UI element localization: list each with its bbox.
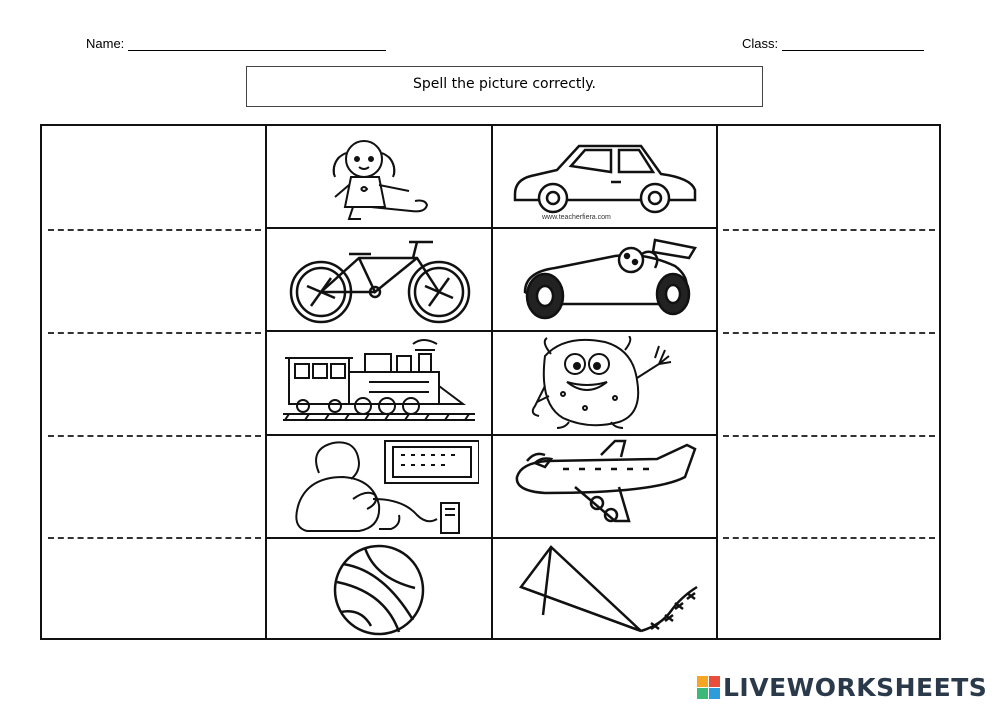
doll-icon [332,139,429,220]
picture-cell [493,229,716,330]
picture-row-divider [267,227,716,229]
picture-cell [267,332,491,434]
answer-line-right[interactable] [723,537,935,539]
class-field: Class: [742,36,925,51]
monster-icon [531,336,671,429]
answer-line-left[interactable] [48,537,261,539]
instruction-box: Spell the picture correctly. [246,66,763,107]
car-icon [513,144,696,213]
answer-line-left[interactable] [48,229,261,231]
answer-line-right[interactable] [723,229,935,231]
kite-icon [518,544,698,632]
bicycle-icon [289,240,471,323]
picture-cell [493,126,716,227]
liveworksheets-logo: LIVEWORKSHEETS [697,670,987,704]
name-blank[interactable] [128,38,387,51]
name-label: Name: [86,36,125,51]
airplane-icon [515,439,697,522]
liveworksheets-logo-icon [697,675,720,699]
class-label: Class: [742,36,779,51]
answer-line-right[interactable] [723,435,935,437]
train-icon [283,339,475,421]
answer-line-left[interactable] [48,332,261,334]
class-blank[interactable] [782,38,925,51]
picture-cell [267,229,491,330]
name-field: Name: [86,36,387,51]
picture-cell [493,436,716,537]
watermark-text: www.teacherfiera.com [542,214,611,221]
picture-row-divider [267,537,716,539]
picture-cell [493,332,716,434]
answer-line-left[interactable] [48,435,261,437]
picture-row-divider [267,434,716,436]
picture-cell [267,126,491,227]
column-divider [265,126,267,638]
worksheet-grid [40,124,941,640]
liveworksheets-logo-text: LIVEWORKSHEETS [723,672,988,702]
video-game-icon [295,439,479,534]
ball-icon [333,544,425,635]
picture-row-divider [267,330,716,332]
picture-cell [267,436,491,537]
race-car-icon [523,238,697,319]
column-divider [716,126,718,638]
answer-line-right[interactable] [723,332,935,334]
column-divider [491,126,493,638]
picture-cell [267,539,491,640]
instruction-text: Spell the picture correctly. [412,76,597,92]
picture-cell [493,539,716,640]
